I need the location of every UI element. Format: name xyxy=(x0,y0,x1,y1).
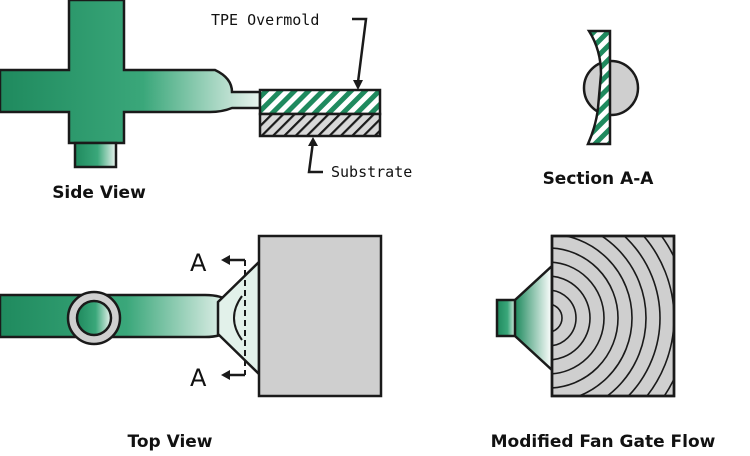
fan-gate-flow-view: Modified Fan Gate Flow xyxy=(491,234,716,452)
substrate-leader xyxy=(307,137,323,174)
overmold-label: TPE Overmold xyxy=(211,11,319,29)
top-part xyxy=(257,234,383,398)
fan-gate-label: Modified Fan Gate Flow xyxy=(491,432,716,452)
section-mark-top: A xyxy=(190,249,207,277)
section-mark-bottom: A xyxy=(190,364,207,392)
side-view: TPE Overmold Substrate Side View xyxy=(0,0,412,203)
top-view-label: Top View xyxy=(127,432,212,452)
fan-gate-inner-edge xyxy=(233,295,243,341)
section-label: Section A-A xyxy=(543,169,655,189)
substrate-layer xyxy=(258,112,382,138)
overmold-leader xyxy=(352,17,368,90)
fan-runner xyxy=(495,298,518,338)
section-overmold-shape xyxy=(586,29,612,146)
fan-gate-cone xyxy=(513,263,554,373)
section-cut-line xyxy=(221,255,246,380)
top-view: A A Top View xyxy=(0,234,383,452)
tpe-overmold-layer xyxy=(258,88,382,116)
section-view: Section A-A xyxy=(543,29,655,189)
fan-gate-top xyxy=(216,259,261,377)
substrate-label: Substrate xyxy=(331,163,412,181)
side-view-label: Side View xyxy=(52,183,146,203)
flow-front-arcs xyxy=(552,236,674,396)
sprue-stub xyxy=(73,141,118,169)
sprue-core xyxy=(75,299,113,337)
